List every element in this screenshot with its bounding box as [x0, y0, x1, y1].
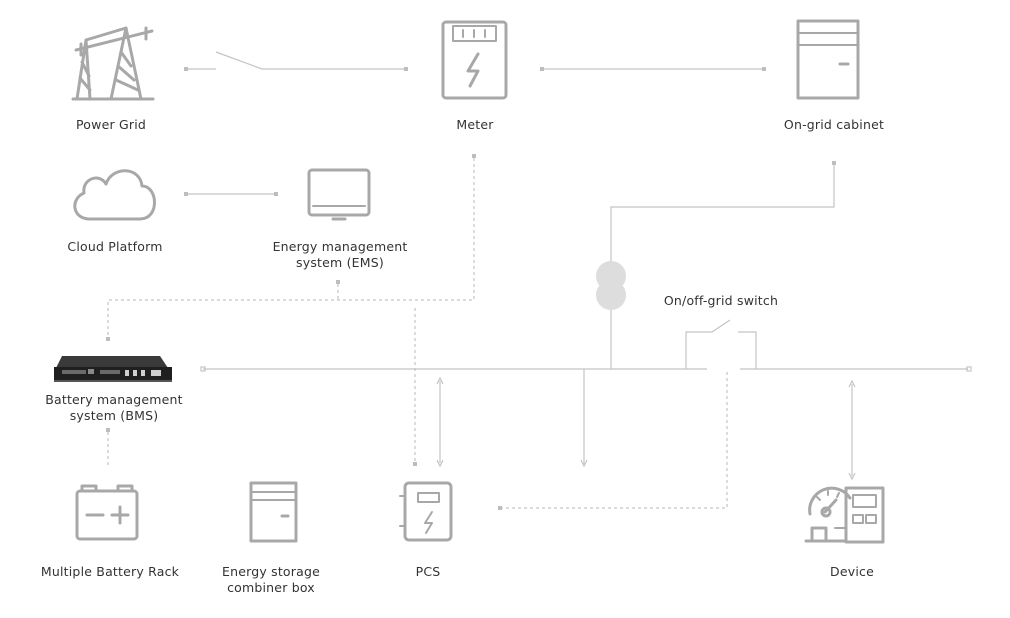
switch-left-leg: [685, 331, 712, 369]
ems-label: Energy management system (EMS): [265, 239, 415, 271]
pcs-icon: [399, 481, 453, 542]
bms-label-line1: Battery management: [45, 392, 183, 407]
connector-dot: [966, 366, 972, 372]
on-off-grid-switch-label: On/off-grid switch: [663, 293, 779, 308]
power-grid-label: Power Grid: [76, 117, 146, 132]
connector-dot: [184, 192, 188, 196]
bus-drop-arrowhead: [580, 459, 588, 468]
connector-dot: [404, 67, 408, 71]
bms-label: Battery management system (BMS): [37, 392, 191, 424]
cabinet-transformer-line: [610, 165, 835, 262]
connector-dot: [336, 280, 340, 284]
connector-dot: [540, 67, 544, 71]
connector-dot: [274, 192, 278, 196]
connector-dot: [200, 366, 206, 372]
cabinet-icon: [796, 19, 860, 100]
connector-dot: [762, 67, 766, 71]
ems-label-line1: Energy management: [272, 239, 408, 254]
combiner-box-icon: [249, 481, 298, 543]
monitor-icon: [307, 168, 371, 221]
transformer-icon: [596, 261, 626, 310]
arrowhead-up: [436, 376, 444, 385]
connector-dot: [106, 428, 110, 432]
combiner-label-line1: Energy storage: [221, 564, 321, 579]
switch-right-leg: [738, 331, 757, 369]
battery-icon: [75, 484, 139, 541]
generator-device-icon: [804, 486, 885, 544]
pcs-switch-comm-line: [500, 372, 728, 509]
connections: [106, 51, 972, 510]
on-grid-cabinet-label: On-grid cabinet: [783, 117, 885, 132]
combiner-label-line2: combiner box: [227, 580, 315, 595]
arrowhead-down: [436, 459, 444, 468]
connector-dot: [106, 337, 110, 341]
device-label: Device: [830, 564, 874, 579]
bms-device-icon: [54, 356, 172, 382]
meter-label: Meter: [456, 117, 494, 132]
grid-switch-blade: [215, 51, 263, 70]
combiner-box-label: Energy storage combiner box: [206, 564, 336, 596]
cloud-platform-label: Cloud Platform: [67, 239, 163, 254]
battery-rack-label: Multiple Battery Rack: [40, 564, 180, 579]
cloud-icon: [73, 169, 156, 221]
connector-dot: [472, 154, 476, 158]
pcs-label: PCS: [415, 564, 441, 579]
arrowhead-down: [848, 472, 856, 481]
switch-blade: [711, 319, 731, 333]
ems-label-line2: system (EMS): [296, 255, 384, 270]
bms-label-line2: system (BMS): [69, 408, 159, 423]
connector-dot: [184, 67, 188, 71]
meter-icon: [441, 20, 508, 100]
transmission-tower-icon: [71, 26, 155, 101]
connector-dot: [413, 462, 417, 466]
arrowhead-up: [848, 379, 856, 388]
meter-bms-comm-line: [107, 158, 475, 338]
connector-dot: [498, 506, 502, 510]
connector-dot: [832, 161, 836, 165]
